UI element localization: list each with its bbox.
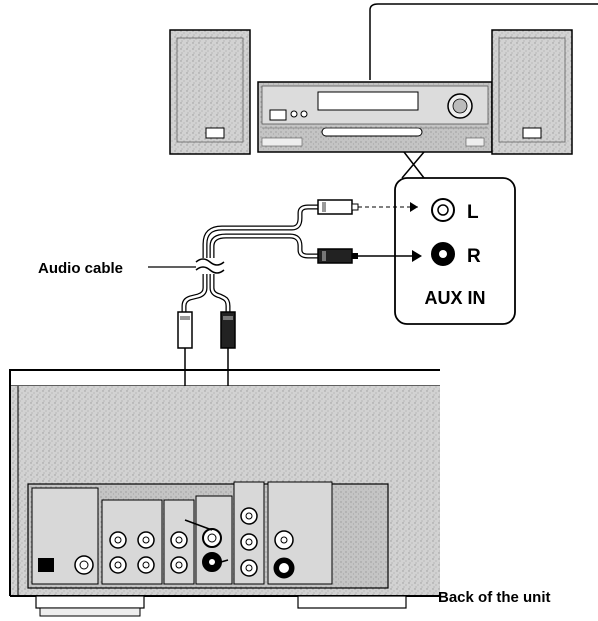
aux-left-jack-icon: [432, 199, 454, 221]
right-speaker-icon: [492, 30, 572, 154]
cable-break-symbol: [196, 259, 224, 273]
stereo-main-unit-icon: [258, 82, 492, 152]
terminal-label-right: R: [467, 246, 481, 267]
back-of-unit-label: Back of the unit: [438, 589, 551, 606]
stereo-system: [170, 4, 598, 154]
aux-right-jack-icon: [432, 243, 454, 265]
aux-in-label: AUX IN: [424, 288, 485, 308]
aux-in-callout: L R AUX IN: [395, 152, 515, 324]
unit-back-panel-icon: [10, 370, 440, 616]
left-speaker-icon: [170, 30, 250, 154]
terminal-label-left: L: [467, 202, 479, 223]
audio-cable-label: Audio cable: [38, 260, 123, 277]
